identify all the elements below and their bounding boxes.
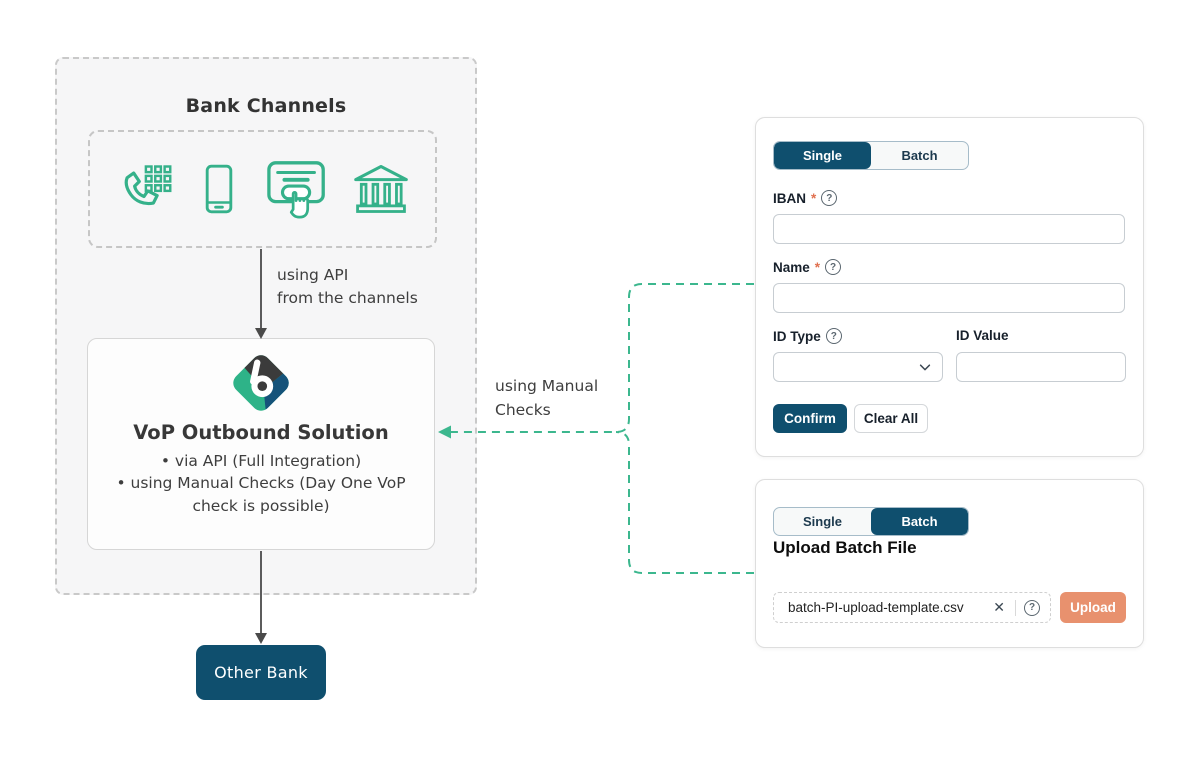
id-value-label: ID Value [956,328,1009,343]
help-icon[interactable]: ? [825,259,842,275]
upload-batch-file-heading: Upload Batch File [773,538,917,557]
smartphone-icon [205,164,232,214]
iban-input[interactable] [773,214,1125,244]
upload-button[interactable]: Upload [1060,592,1126,623]
payment-terminal-icon [267,161,326,219]
confirm-button[interactable]: Confirm [773,404,847,433]
required-asterisk: * [811,190,817,206]
vop-bullet: via API (Full Integration) [96,450,426,472]
name-input[interactable] [773,283,1125,313]
batch-upload-panel: Single Batch Upload Batch File batch-PI-… [755,479,1144,648]
vop-outbound-solution-node: VoP Outbound Solution via API (Full Inte… [87,338,435,550]
divider [1015,599,1016,616]
connector-batch-panel [615,431,754,574]
single-batch-tabgroup: Single Batch [773,141,969,170]
help-icon[interactable]: ? [825,328,842,344]
api-arrow-label: using API from the channels [277,266,418,308]
manual-checks-label: using Manual Checks [495,377,599,420]
remove-file-icon[interactable]: ✕ [993,599,1005,615]
tab-single[interactable]: Single [802,514,842,529]
name-label: Name * ? [773,259,842,275]
tab-batch[interactable]: Batch [871,508,968,535]
clear-all-button[interactable]: Clear All [854,404,928,433]
file-name: batch-PI-upload-template.csv [788,600,964,615]
single-verification-panel: Single Batch IBAN * ? Name * ? ID Type ?… [755,117,1144,457]
tab-single[interactable]: Single [774,142,871,169]
id-type-label: ID Type ? [773,328,842,344]
single-batch-tabgroup: Single Batch [773,507,969,536]
selected-file-chip: batch-PI-upload-template.csv ✕ ? [773,592,1051,623]
phone-keypad-icon [124,165,172,206]
help-icon[interactable]: ? [1024,599,1040,616]
channel-icons-box [88,130,437,248]
help-icon[interactable]: ? [821,190,838,206]
tab-batch[interactable]: Batch [901,148,938,163]
id-value-input[interactable] [956,352,1126,382]
other-bank-node: Other Bank [196,645,326,700]
vop-bullet: using Manual Checks (Day One VoP check i… [96,472,426,517]
bank-channels-title: Bank Channels [185,95,347,117]
vop-title: VoP Outbound Solution [133,421,389,444]
required-asterisk: * [814,259,821,275]
vop-bullet-list: via API (Full Integration) using Manual … [96,450,426,517]
chevron-down-icon [919,364,931,371]
id-type-select[interactable] [773,352,943,382]
iban-label: IBAN * ? [773,190,838,206]
bank-building-icon [354,165,408,213]
arrowhead-down-icon [255,633,267,644]
vop-logo-icon [229,351,293,415]
